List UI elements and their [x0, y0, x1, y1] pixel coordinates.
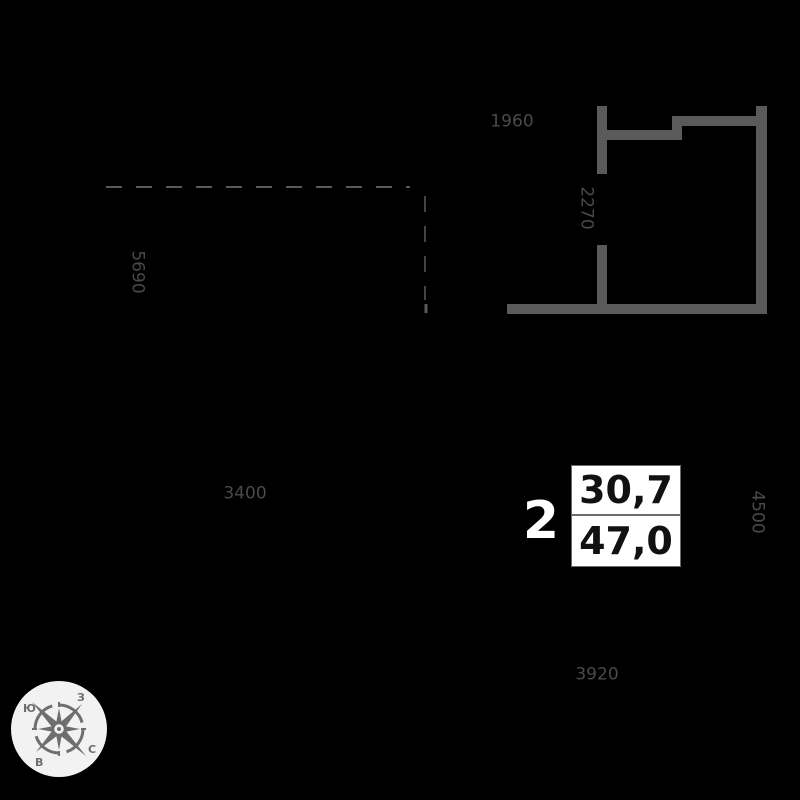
- wall-top-step: [672, 116, 682, 140]
- wall-top-low: [607, 130, 677, 140]
- compass: Ю З С В: [10, 680, 108, 778]
- total-area-value: 47,0: [579, 519, 673, 563]
- dimension-right-height: 4500: [747, 490, 768, 534]
- living-area-value: 30,7: [572, 466, 680, 516]
- dimension-top-width: 1960: [490, 111, 534, 132]
- dimension-room-width-left: 3400: [223, 483, 267, 504]
- compass-label-west: З: [77, 691, 85, 704]
- area-box: 30,7 47,0: [571, 465, 681, 567]
- compass-label-north: С: [88, 743, 97, 756]
- dimension-left-height: 5690: [127, 250, 148, 294]
- wall-left-upper: [597, 106, 607, 174]
- compass-rose-icon: [11, 681, 107, 777]
- rooms-count: 2: [522, 491, 560, 551]
- compass-label-east: В: [35, 756, 44, 769]
- dimension-bottom-width: 3920: [575, 664, 619, 685]
- wall-left-lower: [597, 245, 607, 307]
- wall-right: [756, 106, 767, 314]
- dimension-door-wall-height: 2270: [576, 186, 597, 230]
- compass-label-south: Ю: [23, 702, 36, 715]
- wall-bottom: [507, 304, 767, 314]
- wall-top-high: [672, 116, 760, 126]
